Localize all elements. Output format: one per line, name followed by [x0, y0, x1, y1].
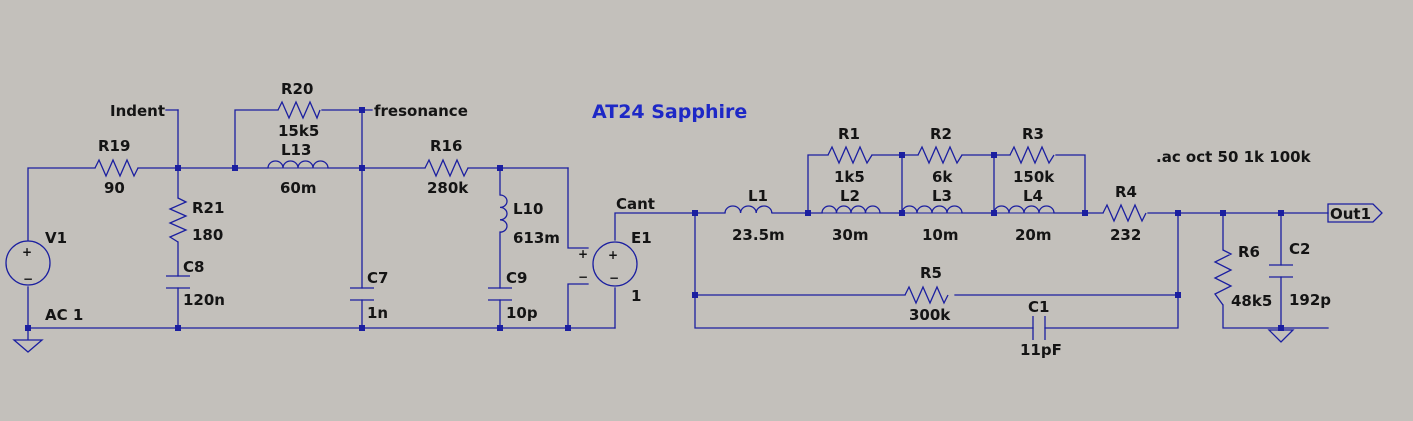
wires — [27, 109, 1329, 329]
component-name: R19 — [98, 137, 130, 155]
component-name: R21 — [192, 199, 224, 217]
resistor-R21[interactable] — [168, 197, 188, 243]
resistor-R16[interactable] — [424, 158, 469, 178]
component-value: 90 — [104, 179, 125, 197]
ground-symbols — [12, 328, 1295, 353]
component-name: R2 — [930, 125, 952, 143]
net-label-cant: Cant — [616, 195, 655, 213]
inductor-L1[interactable] — [724, 205, 773, 214]
component-value: 120n — [183, 291, 225, 309]
component-name: C8 — [183, 258, 204, 276]
component-value: 180 — [192, 226, 223, 244]
source-name: V1 — [45, 229, 67, 247]
inductor-L10[interactable] — [499, 194, 508, 233]
component-name: C9 — [506, 269, 527, 287]
component-value: 60m — [280, 179, 317, 197]
resistor-R20[interactable] — [277, 100, 321, 120]
component-name: R6 — [1238, 243, 1260, 261]
component-value: 30m — [832, 226, 869, 244]
component-name: L1 — [748, 187, 768, 205]
svg-text:−: − — [578, 270, 588, 284]
net-label-indent: Indent — [110, 102, 165, 120]
labels: AT24 Sapphire .ac oct 50 1k 100k Indent … — [45, 80, 1371, 359]
inductor-L3[interactable] — [901, 205, 963, 214]
component-name: L13 — [281, 141, 311, 159]
component-name: L3 — [932, 187, 952, 205]
component-name: C1 — [1028, 298, 1049, 316]
svg-text:+: + — [608, 248, 618, 262]
resistor-R4[interactable] — [1102, 203, 1147, 223]
component-name: L2 — [840, 187, 860, 205]
component-value: 192p — [1289, 291, 1331, 309]
component-name: R4 — [1115, 183, 1137, 201]
source-E1[interactable]: + − + − — [578, 241, 638, 287]
inductor-symbols — [267, 160, 1055, 233]
component-name: L10 — [513, 200, 543, 218]
capacitor-symbols — [166, 264, 1293, 340]
ground-icon — [12, 328, 44, 353]
component-value: 10m — [922, 226, 959, 244]
component-name: R5 — [920, 264, 942, 282]
component-value: 1k5 — [834, 168, 865, 186]
schematic-title: AT24 Sapphire — [592, 101, 747, 123]
capacitor-C9[interactable] — [488, 287, 512, 301]
component-value: 15k5 — [278, 122, 319, 140]
analysis-directive[interactable]: .ac oct 50 1k 100k — [1156, 148, 1312, 166]
component-value: 20m — [1015, 226, 1052, 244]
net-label-fresonance: fresonance — [374, 102, 468, 120]
component-name: R3 — [1022, 125, 1044, 143]
svg-text:+: + — [578, 247, 588, 261]
component-value: 11pF — [1020, 341, 1062, 359]
source-value: AC 1 — [45, 306, 83, 324]
capacitor-C7[interactable] — [350, 287, 374, 301]
inductor-L13[interactable] — [267, 160, 329, 169]
capacitor-C8[interactable] — [166, 275, 190, 289]
component-name: R20 — [281, 80, 313, 98]
source-name: E1 — [631, 229, 652, 247]
capacitor-C1[interactable] — [1032, 316, 1046, 340]
component-name: L4 — [1023, 187, 1043, 205]
component-name: R1 — [838, 125, 860, 143]
resistor-R5[interactable] — [904, 285, 949, 305]
component-value: 232 — [1110, 226, 1141, 244]
component-name: C7 — [367, 269, 388, 287]
component-value: 300k — [909, 306, 951, 324]
capacitor-C2[interactable] — [1269, 264, 1293, 278]
svg-text:−: − — [23, 272, 33, 286]
component-name: R16 — [430, 137, 462, 155]
net-label-out1: Out1 — [1330, 205, 1371, 223]
source-value: 1 — [631, 287, 641, 305]
resistor-R6[interactable] — [1213, 249, 1233, 306]
component-value: 6k — [932, 168, 953, 186]
output-port-flag[interactable] — [1327, 203, 1383, 223]
component-name: C2 — [1289, 240, 1310, 258]
resistor-R2[interactable] — [917, 145, 963, 165]
component-value: 613m — [513, 229, 560, 247]
component-value: 48k5 — [1231, 292, 1272, 310]
resistor-R19[interactable] — [94, 158, 139, 178]
component-value: 1n — [367, 304, 388, 322]
resistor-R3[interactable] — [1009, 145, 1055, 165]
svg-text:−: − — [609, 271, 619, 285]
inductor-L2[interactable] — [821, 205, 881, 214]
component-value: 280k — [427, 179, 469, 197]
component-value: 150k — [1013, 168, 1055, 186]
ground-icon — [1267, 328, 1295, 343]
resistor-symbols — [94, 100, 1233, 306]
inductor-L4[interactable] — [993, 205, 1055, 214]
component-value: 23.5m — [732, 226, 785, 244]
resistor-R1[interactable] — [827, 145, 873, 165]
svg-text:+: + — [22, 245, 32, 259]
component-value: 10p — [506, 304, 538, 322]
source-V1[interactable]: + − — [5, 240, 51, 286]
